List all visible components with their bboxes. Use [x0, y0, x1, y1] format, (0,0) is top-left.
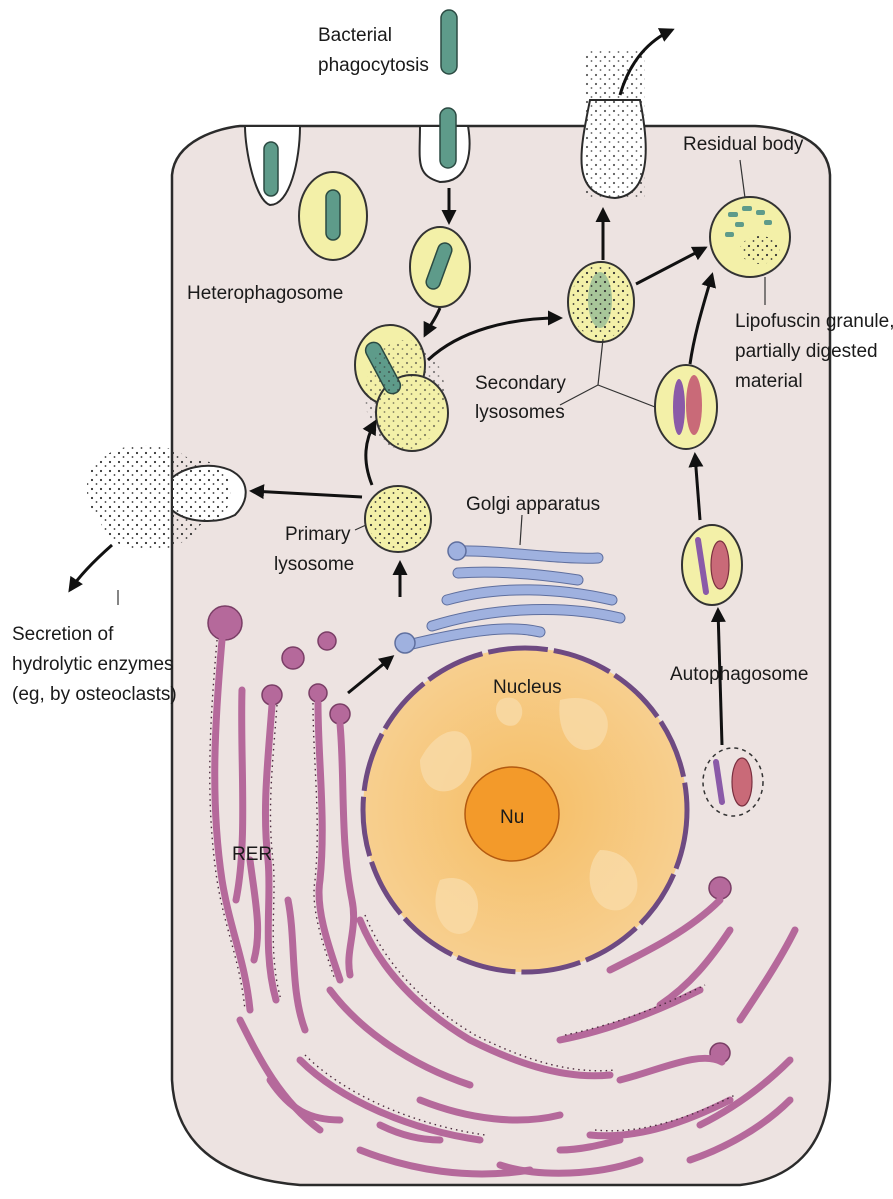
phagosome-descending [410, 227, 470, 307]
primary-lysosome [365, 486, 431, 552]
autophagic-vacuole [682, 525, 742, 605]
label-primary-lysosome-line2: lysosome [274, 554, 354, 575]
label-secondary-lysosomes-line1: Secondary [475, 373, 566, 394]
label-autophagosome: Autophagosome [670, 664, 808, 685]
label-nucleolus: Nu [500, 807, 524, 828]
label-secretion-line2: hydrolytic enzymes [12, 654, 174, 675]
label-lipofuscin-line3: material [735, 371, 803, 392]
label-residual-body: Residual body [683, 134, 804, 155]
secondary-lysosome-digesting [568, 262, 634, 342]
label-bacterial-phagocytosis-line1: Bacterial [318, 25, 392, 46]
label-rer: RER [232, 844, 272, 865]
label-secretion-line1: Secretion of [12, 624, 114, 645]
secondary-lysosome-autophagic [655, 365, 717, 449]
label-golgi-apparatus: Golgi apparatus [466, 494, 600, 515]
label-bacterial-phagocytosis-line2: phagocytosis [318, 55, 429, 76]
label-nucleus: Nucleus [493, 677, 562, 698]
label-lipofuscin-line2: partially digested [735, 341, 878, 362]
label-primary-lysosome-line1: Primary [285, 524, 351, 545]
label-secretion-line3: (eg, by osteoclasts) [12, 684, 177, 705]
label-secondary-lysosomes-line2: lysosomes [475, 402, 565, 423]
heterophagosome [299, 172, 367, 260]
label-lipofuscin-line1: Lipofuscin granule, [735, 311, 893, 332]
residual-body [710, 197, 790, 277]
label-heterophagosome: Heterophagosome [187, 283, 343, 304]
